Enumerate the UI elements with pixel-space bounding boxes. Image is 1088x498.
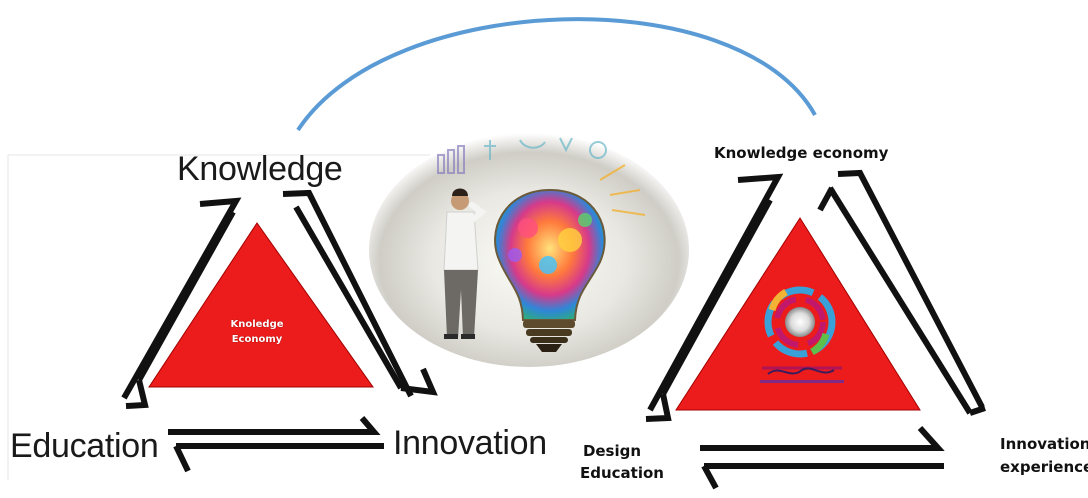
- entrepreneurship-logo: [760, 286, 844, 383]
- right-top-label: Knowledge economy: [714, 144, 889, 162]
- left-top-label: Knowledge: [177, 150, 343, 188]
- right-right-side-arrows: [817, 169, 986, 416]
- bottom-arrows: [168, 416, 384, 473]
- left-triangle-diagram: [121, 189, 438, 473]
- left-center-triangle: [148, 222, 374, 388]
- right-right-label: Innovation experience: [1000, 433, 1088, 479]
- left-left-label: Education: [10, 427, 159, 465]
- right-right-label-line1: Innovation: [1000, 435, 1088, 453]
- right-bottom-arrows: [700, 425, 945, 490]
- right-triangle-diagram: [645, 169, 986, 490]
- lightbulb-illustration: [369, 133, 689, 367]
- right-left-label-line2: Education: [580, 464, 664, 482]
- left-center-line2: Economy: [231, 334, 283, 345]
- right-right-label-line2: experience: [1000, 458, 1088, 476]
- left-center-text: Knoledge Economy: [207, 317, 307, 347]
- right-left-label: Design Education: [580, 440, 664, 484]
- right-left-label-line1: Design: [582, 442, 642, 460]
- left-right-label: Innovation: [393, 424, 547, 462]
- right-left-side-arrows: [645, 173, 784, 422]
- left-center-line1: Knoledge: [230, 319, 284, 330]
- left-side-arrows: [121, 197, 242, 409]
- right-side-arrows: [282, 189, 438, 398]
- connecting-arc: [296, 17, 817, 132]
